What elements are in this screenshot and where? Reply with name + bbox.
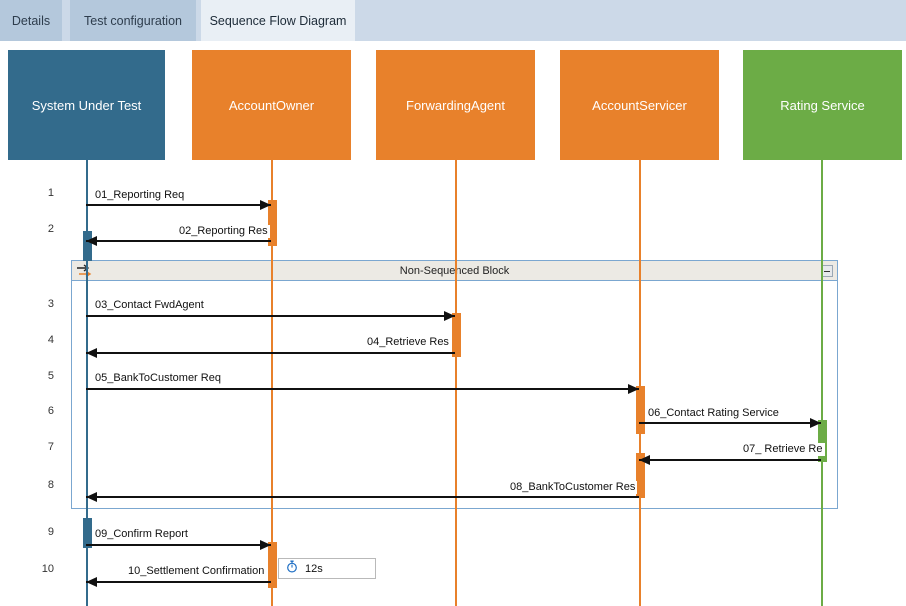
message-label: 07_ Retrieve Re: [741, 443, 825, 456]
step-number: 5: [47, 370, 54, 382]
block-title: Non-Sequenced Block: [399, 264, 510, 277]
lifeline-header-forwardingagent[interactable]: ForwardingAgent: [376, 50, 535, 160]
activation-bar: [818, 420, 827, 462]
message-label: 04_Retrieve Res: [365, 336, 451, 349]
arrow-head-icon: [86, 577, 97, 587]
lifeline-label: AccountServicer: [592, 97, 687, 113]
lifeline-label: AccountOwner: [228, 97, 315, 113]
arrow-head-icon: [260, 540, 271, 550]
message-arrow[interactable]: [86, 388, 639, 390]
activation-bar: [268, 200, 277, 246]
lifeline-label: Rating Service: [780, 97, 865, 113]
lifeline-header-rating-service[interactable]: Rating Service: [743, 50, 902, 160]
arrow-head-icon: [444, 311, 455, 321]
tab-test-configuration[interactable]: Test configuration: [70, 0, 196, 41]
lifeline-header-system-under-test[interactable]: System Under Test: [8, 50, 165, 160]
lifeline-label: System Under Test: [31, 97, 142, 113]
timer-value: 12s: [305, 562, 323, 575]
message-label: 09_Confirm Report: [93, 528, 190, 541]
arrow-head-icon: [628, 384, 639, 394]
step-number: 2: [47, 223, 54, 235]
activation-bar: [83, 518, 92, 548]
non-sequenced-block[interactable]: Non-Sequenced Block: [71, 260, 838, 509]
lifeline-header-accountservicer[interactable]: AccountServicer: [560, 50, 719, 160]
step-number: 1: [47, 187, 54, 199]
message-label: 06_Contact Rating Service: [646, 407, 781, 420]
tab-sequence-flow-diagram[interactable]: Sequence Flow Diagram: [201, 0, 355, 41]
tab-label: Sequence Flow Diagram: [209, 13, 347, 28]
lifeline-system-under-test: [86, 160, 88, 606]
tab-details[interactable]: Details: [0, 0, 62, 41]
activation-bar: [636, 386, 645, 434]
arrow-head-icon: [639, 455, 650, 465]
message-label: 08_BankToCustomer Res: [508, 481, 638, 494]
message-arrow[interactable]: [639, 459, 821, 461]
message-label: 01_Reporting Req: [93, 189, 187, 202]
arrow-head-icon: [86, 348, 97, 358]
message-label: 02_Reporting Res: [177, 225, 270, 238]
timer-annotation[interactable]: 12s: [278, 558, 376, 579]
arrow-head-icon: [86, 492, 97, 502]
tab-bar: Details Test configuration Sequence Flow D…: [0, 0, 906, 42]
arrow-head-icon: [260, 200, 271, 210]
tab-label: Test configuration: [84, 13, 182, 28]
message-arrow[interactable]: [86, 352, 455, 354]
activation-bar: [636, 453, 645, 498]
lifeline-label: ForwardingAgent: [406, 97, 505, 113]
message-arrow[interactable]: [639, 422, 821, 424]
message-arrow[interactable]: [86, 315, 455, 317]
sequence-diagram-canvas: Non-Sequenced Block System Under Test Acco…: [0, 41, 906, 606]
message-arrow[interactable]: [86, 544, 271, 546]
step-number: 9: [47, 526, 54, 538]
message-arrow[interactable]: [86, 240, 271, 242]
step-number: 6: [47, 405, 54, 417]
message-label: 03_Contact FwdAgent: [93, 299, 206, 312]
step-number: 4: [47, 334, 54, 346]
activation-bar: [268, 542, 277, 588]
message-arrow[interactable]: [86, 581, 271, 583]
lifeline-header-accountowner[interactable]: AccountOwner: [192, 50, 351, 160]
arrow-head-icon: [86, 236, 97, 246]
arrow-head-icon: [810, 418, 821, 428]
step-number: 8: [47, 479, 54, 491]
step-number: 7: [47, 441, 54, 453]
lifeline-forwardingagent: [455, 160, 457, 606]
activation-bar: [452, 313, 461, 357]
message-label: 10_Settlement Confirmation: [126, 565, 267, 578]
message-label: 05_BankToCustomer Req: [93, 372, 223, 385]
lifeline-accountservicer: [639, 160, 641, 606]
activation-bar: [83, 231, 92, 261]
block-header[interactable]: Non-Sequenced Block: [72, 261, 837, 281]
message-arrow[interactable]: [86, 496, 639, 498]
message-arrow[interactable]: [86, 204, 271, 206]
tab-label: Details: [11, 13, 51, 28]
stopwatch-icon: [286, 560, 298, 578]
step-number: 10: [41, 563, 54, 575]
lifeline-accountowner: [271, 160, 273, 606]
step-number: 3: [47, 298, 54, 310]
lifeline-rating-service: [821, 160, 823, 606]
